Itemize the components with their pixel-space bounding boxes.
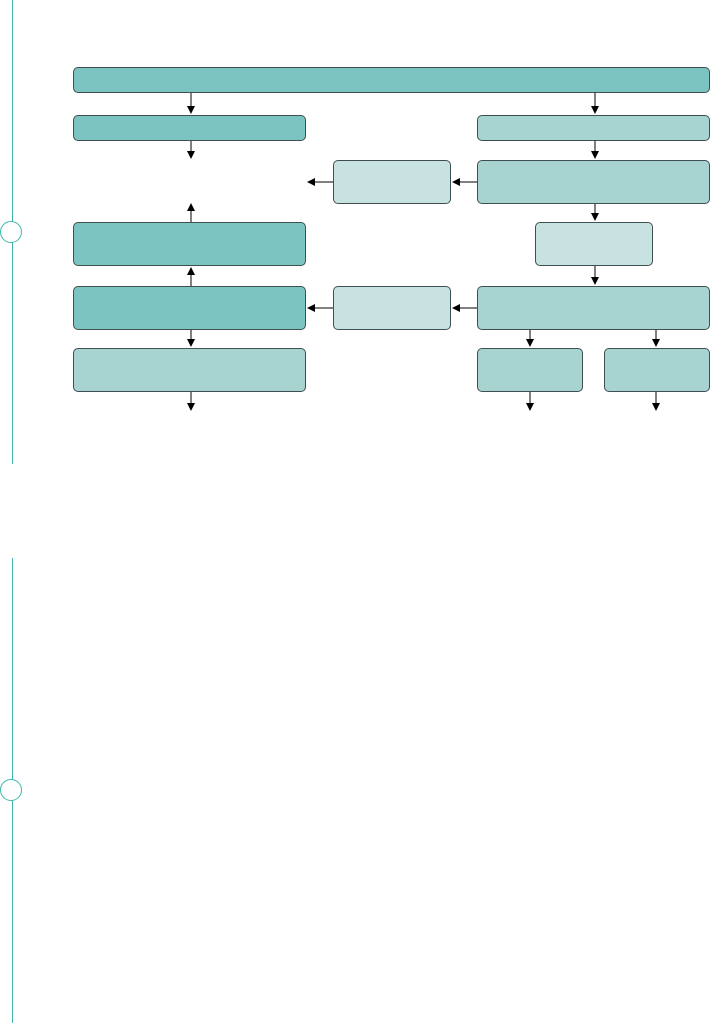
flow-node-right-bottom-left	[477, 348, 583, 392]
flow-node-right-bottom-right	[604, 348, 710, 392]
flow-node-left-box-lower	[73, 286, 306, 330]
flow-node-left-header	[73, 115, 306, 141]
flow-node-center-box-upper	[333, 160, 451, 204]
margin-marker-bottom	[0, 779, 22, 801]
flow-node-left-box-middle	[73, 222, 306, 266]
margin-marker-top	[0, 221, 22, 243]
flow-node-left-box-bottom	[73, 348, 306, 392]
flow-node-right-header	[477, 115, 710, 141]
flow-node-top-bar	[73, 67, 710, 93]
flow-node-right-box-lower	[477, 286, 710, 330]
flow-node-right-box-upper	[477, 160, 710, 204]
flow-node-center-box-lower	[333, 286, 451, 330]
flow-node-right-small-box	[535, 222, 653, 266]
